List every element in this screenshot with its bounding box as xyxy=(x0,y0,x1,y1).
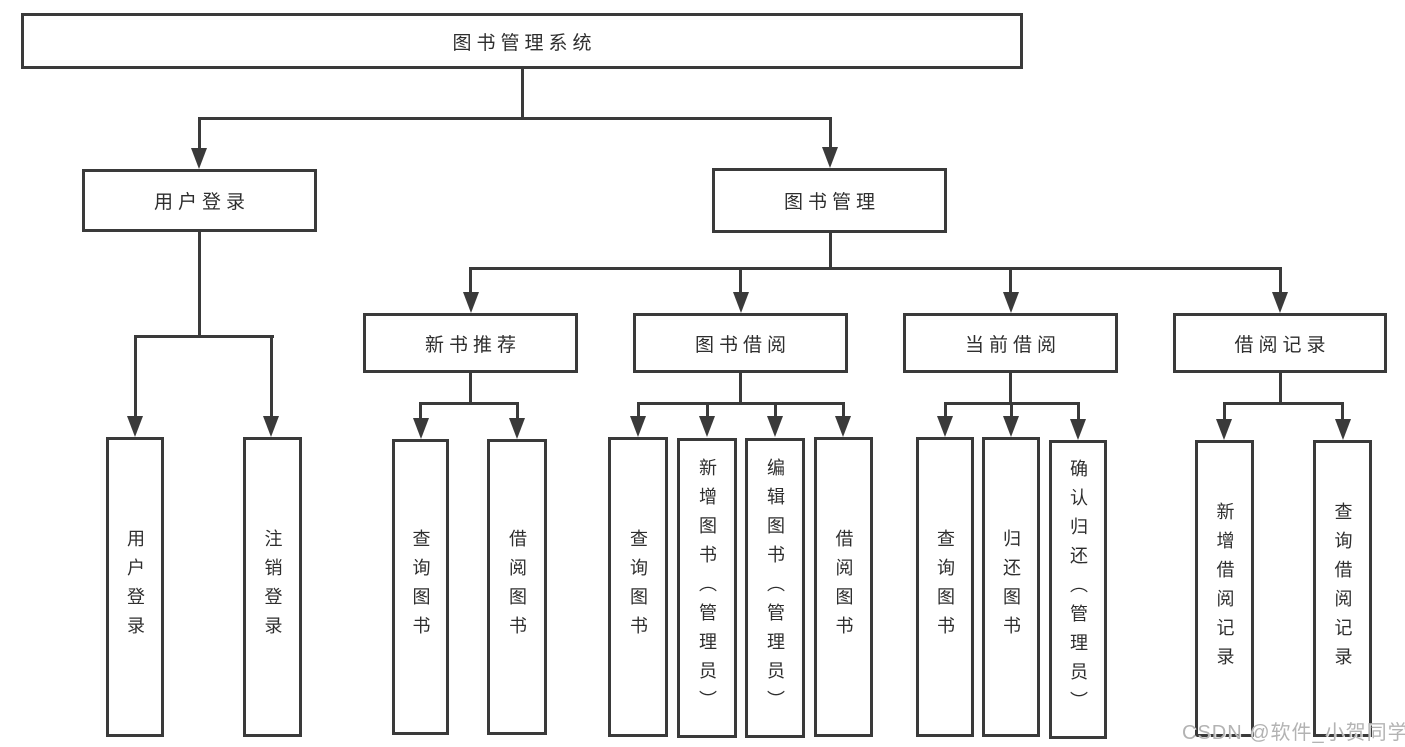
arrow-down xyxy=(412,418,429,439)
arrow-down xyxy=(1003,416,1019,437)
leaf-logout: 注销登录 xyxy=(243,437,302,737)
connector-recommend-stem xyxy=(469,373,472,404)
arrow-down xyxy=(699,416,715,437)
connector-leaf-drop xyxy=(943,401,947,418)
connector-records-bar xyxy=(1222,401,1344,405)
leaf-borrow-books: 借阅图书 xyxy=(814,437,873,737)
arrow-down xyxy=(1272,292,1288,313)
leaf-label: 新增图书（管理员） xyxy=(697,457,717,719)
leaf-return-books: 归还图书 xyxy=(982,437,1040,737)
connector-book-mgmt-stem xyxy=(828,233,832,269)
leaf-label: 查询图书 xyxy=(935,529,955,645)
arrow-down xyxy=(1002,292,1019,313)
arrow-down xyxy=(1334,419,1351,440)
leaf-label: 借阅图书 xyxy=(507,529,527,645)
connector-level3-drop xyxy=(469,266,472,295)
arrow-down xyxy=(937,416,953,437)
node-book-management: 图书管理 xyxy=(712,168,947,233)
connector-records-stem xyxy=(1278,373,1282,404)
connector-recommend-bar xyxy=(419,401,518,405)
arrow-down xyxy=(1070,419,1086,440)
connector-root-bar xyxy=(197,117,832,120)
connector-leaf-drop xyxy=(419,401,422,420)
connector-borrowing-stem xyxy=(739,373,742,404)
leaf-label: 归还图书 xyxy=(1001,529,1021,645)
connector-user-login-bar xyxy=(133,335,274,338)
connector-leaf-drop xyxy=(636,401,640,418)
connector-level3-drop xyxy=(739,266,742,295)
leaf-label: 查询图书 xyxy=(410,529,431,645)
connector-leaf-drop xyxy=(269,335,273,419)
arrow-down xyxy=(509,418,525,439)
leaf-label: 确认归还（管理员） xyxy=(1068,459,1088,720)
arrow-down xyxy=(835,416,851,437)
node-book-borrowing: 图书借阅 xyxy=(633,313,848,373)
connector-leaf-drop xyxy=(1009,401,1013,418)
leaf-label: 借阅图书 xyxy=(833,529,854,645)
connector-root-stem xyxy=(520,68,524,119)
leaf-add-books-admin: 新增图书（管理员） xyxy=(677,438,737,738)
connector-leaf-drop xyxy=(1076,401,1080,421)
arrow-down xyxy=(1216,419,1232,440)
connector-user-login-drop xyxy=(197,117,201,151)
arrow-down xyxy=(462,292,479,313)
arrow-down xyxy=(767,416,783,437)
arrow-down xyxy=(822,147,838,168)
watermark: CSDN @软件_小贺同学 xyxy=(1182,722,1405,744)
node-book-management-system: 图书管理系统 xyxy=(21,13,1023,69)
leaf-borrow-books-recommend: 借阅图书 xyxy=(487,439,547,735)
leaf-label: 新增借阅记录 xyxy=(1214,501,1235,676)
arrow-down xyxy=(263,416,279,437)
connector-user-login-stem xyxy=(197,232,201,338)
arrow-down xyxy=(732,292,749,313)
leaf-add-borrow-record: 新增借阅记录 xyxy=(1195,440,1254,737)
node-borrowing-records: 借阅记录 xyxy=(1173,313,1387,373)
leaf-label: 用户登录 xyxy=(125,529,145,645)
leaf-query-borrow-record: 查询借阅记录 xyxy=(1313,440,1372,737)
connector-leaf-drop xyxy=(841,401,845,418)
connector-level3-drop xyxy=(1009,266,1012,295)
leaf-edit-books-admin: 编辑图书（管理员） xyxy=(745,438,805,738)
arrow-down xyxy=(127,416,143,437)
node-new-book-recommend: 新书推荐 xyxy=(363,313,578,373)
connector-level3-drop xyxy=(1278,266,1282,295)
leaf-label: 编辑图书（管理员） xyxy=(765,457,785,719)
connector-borrowing-bar xyxy=(636,401,845,405)
connector-leaf-drop xyxy=(705,401,709,418)
leaf-label: 查询借阅记录 xyxy=(1332,501,1353,676)
node-current-borrowing: 当前借阅 xyxy=(903,313,1118,373)
connector-leaf-drop xyxy=(1341,401,1344,421)
leaf-query-books-borrowing: 查询图书 xyxy=(608,437,668,737)
arrow-down xyxy=(191,148,207,169)
connector-leaf-drop xyxy=(773,401,777,418)
leaf-label: 注销登录 xyxy=(262,529,283,645)
node-user-login: 用户登录 xyxy=(82,169,317,232)
connector-book-mgmt-bar xyxy=(469,266,1281,270)
arrow-down xyxy=(630,416,646,437)
leaf-user-login: 用户登录 xyxy=(106,437,164,737)
connector-book-mgmt-drop xyxy=(828,117,832,151)
connector-current-stem xyxy=(1009,373,1012,404)
connector-leaf-drop xyxy=(515,401,519,420)
connector-leaf-drop xyxy=(133,335,137,419)
connector-leaf-drop xyxy=(1222,401,1226,421)
leaf-query-books-recommend: 查询图书 xyxy=(392,439,449,735)
leaf-query-books-current: 查询图书 xyxy=(916,437,974,737)
leaf-confirm-return-admin: 确认归还（管理员） xyxy=(1049,440,1107,739)
leaf-label: 查询图书 xyxy=(628,529,648,645)
